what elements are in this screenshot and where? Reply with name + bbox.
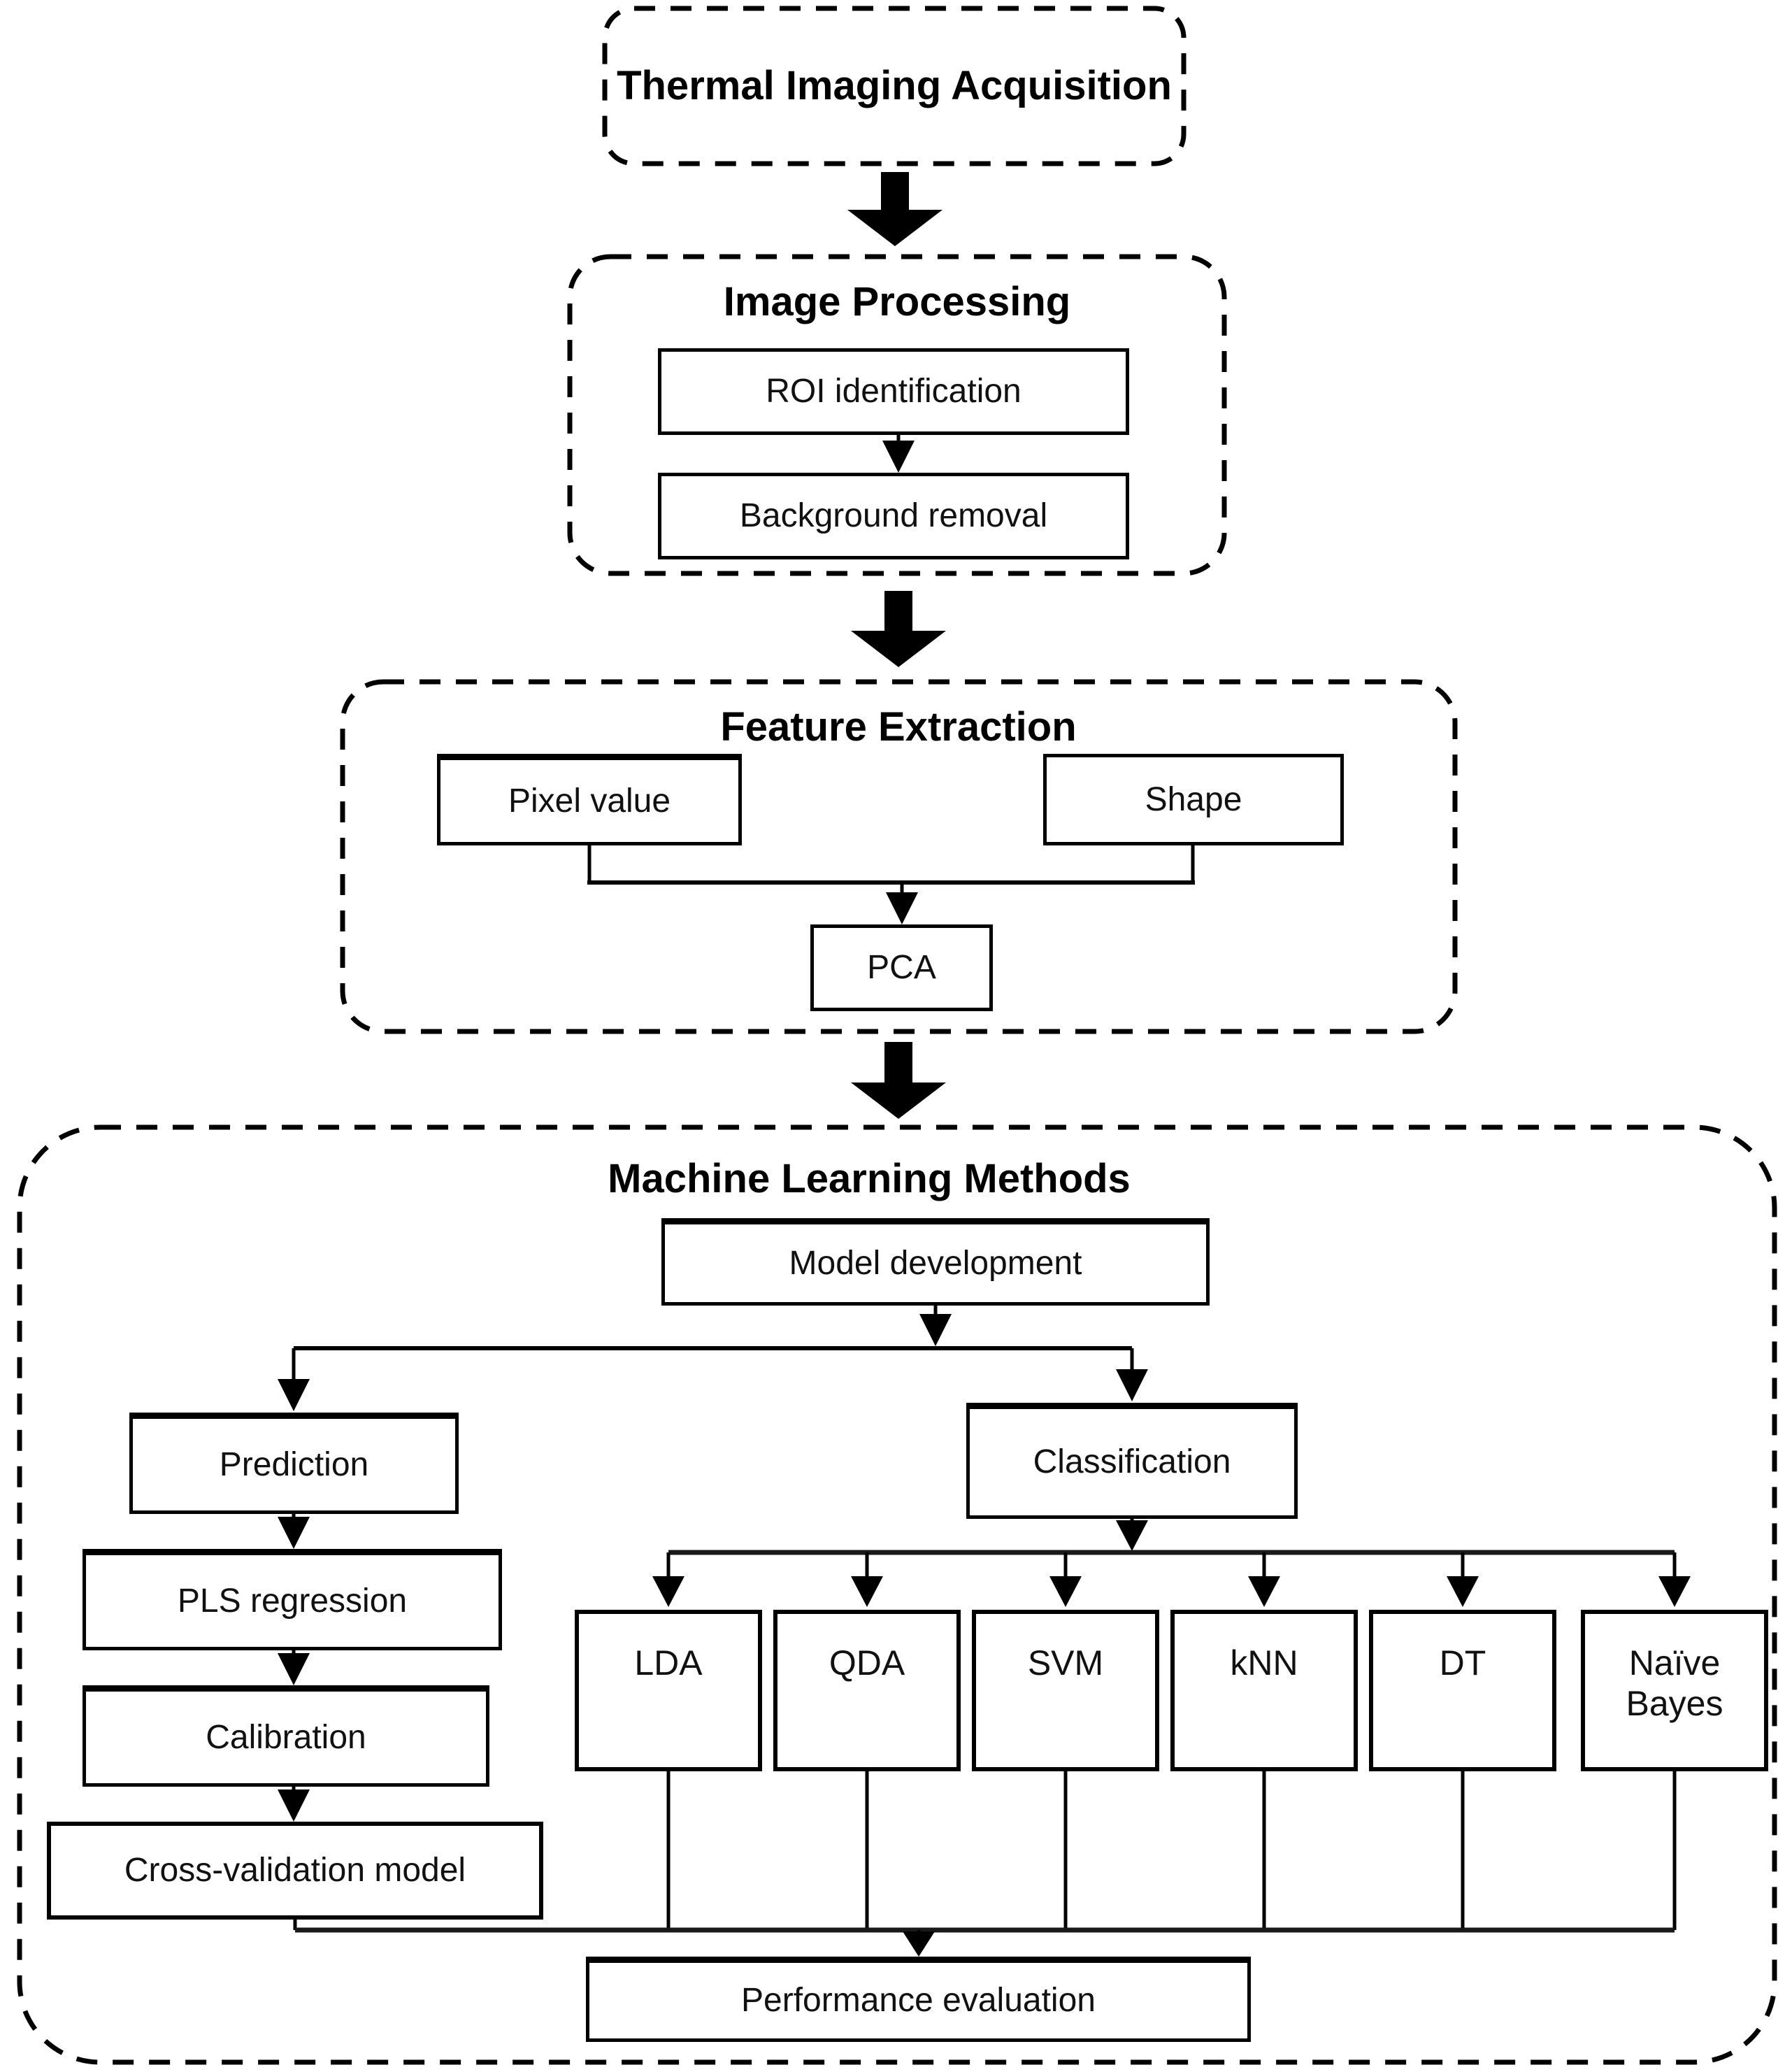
- node-roi-identification: ROI identification: [658, 348, 1129, 435]
- node-pixel-value: Pixel value: [437, 754, 742, 845]
- node-calibration: Calibration: [83, 1685, 489, 1787]
- node-classification: Classification: [966, 1403, 1298, 1519]
- node-thermal-imaging-acquisition: Thermal Imaging Acquisition: [605, 8, 1184, 164]
- section-title-machine-learning-methods: Machine Learning Methods: [608, 1156, 1131, 1201]
- arrow-acquisition-to-image-processing: [847, 172, 942, 246]
- arrowhead-distribution-to-naive-bayes: [1658, 1576, 1691, 1607]
- arrowhead-roi-to-background: [882, 441, 915, 473]
- arrowhead-classification-to-distribution: [1116, 1520, 1148, 1551]
- node-svm: SVM: [972, 1610, 1159, 1771]
- arrowhead-collector-to-performance: [903, 1931, 935, 1957]
- node-cross-validation-model: Cross-validation model: [47, 1822, 543, 1920]
- node-pca: PCA: [810, 924, 993, 1011]
- arrowhead-distribution-to-dt: [1447, 1576, 1479, 1607]
- arrowhead-modeldev-to-split: [919, 1314, 952, 1346]
- arrowhead-distribution-to-knn: [1248, 1576, 1280, 1607]
- node-knn: kNN: [1170, 1610, 1358, 1771]
- arrowhead-pls-to-calibration: [278, 1653, 310, 1685]
- node-dt: DT: [1369, 1610, 1556, 1771]
- container-image-processing: [567, 254, 1227, 576]
- arrowhead-distribution-to-lda: [652, 1576, 684, 1607]
- node-model-development: Model development: [661, 1218, 1210, 1306]
- node-performance-evaluation: Performance evaluation: [586, 1957, 1251, 2042]
- node-shape: Shape: [1043, 754, 1344, 845]
- arrow-image-processing-to-feature-extraction: [851, 591, 946, 667]
- node-qda: QDA: [773, 1610, 961, 1771]
- section-title-feature-extraction: Feature Extraction: [720, 704, 1077, 750]
- arrowhead-prediction-to-pls: [278, 1517, 310, 1549]
- arrowhead-distribution-to-qda: [851, 1576, 883, 1607]
- arrowhead-calibration-to-crossval: [278, 1789, 310, 1822]
- arrowhead-split-to-prediction: [278, 1379, 310, 1411]
- arrowhead-merge-to-pca: [886, 892, 918, 924]
- thermal-imaging-acquisition-label: Thermal Imaging Acquisition: [617, 62, 1172, 108]
- arrowhead-distribution-to-svm: [1049, 1576, 1082, 1607]
- arrowhead-split-to-classification: [1116, 1369, 1148, 1401]
- container-thermal-imaging-acquisition: [602, 6, 1187, 166]
- section-title-image-processing: Image Processing: [723, 279, 1071, 324]
- node-pls-regression: PLS regression: [83, 1549, 502, 1650]
- node-naive-bayes: Naïve Bayes: [1581, 1610, 1768, 1771]
- arrow-feature-extraction-to-machine-learning: [851, 1042, 946, 1119]
- container-machine-learning-methods: [17, 1124, 1777, 2065]
- node-lda: LDA: [575, 1610, 762, 1771]
- node-background-removal: Background removal: [658, 473, 1129, 559]
- node-prediction: Prediction: [129, 1413, 459, 1514]
- container-feature-extraction: [340, 679, 1458, 1034]
